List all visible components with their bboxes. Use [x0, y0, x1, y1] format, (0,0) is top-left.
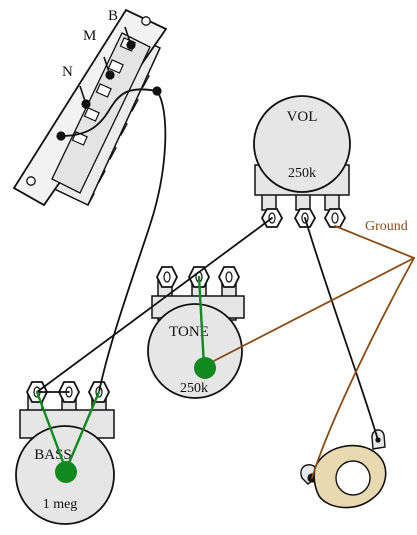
wire-switch-to-bass — [98, 90, 167, 393]
switch-mount-hole — [26, 176, 36, 186]
switch-contact — [83, 107, 100, 122]
bass-pot-value: 1 meg — [43, 497, 78, 512]
jack-socket-hole — [335, 460, 371, 496]
wire-tone-wiper — [197, 275, 206, 368]
tone-lug-hole — [225, 271, 233, 283]
wires — [35, 88, 415, 479]
wire-ground-tone — [203, 257, 415, 367]
switch-label-m: M — [83, 28, 96, 44]
wire-bass-wiper-left — [35, 390, 68, 472]
wire-ground-vol — [334, 225, 415, 259]
tone-pot-body — [147, 303, 243, 399]
tone-pot-label: TONE — [169, 324, 209, 340]
tone-lug-hole — [163, 271, 171, 283]
wire-bass-wiper-right — [64, 390, 101, 472]
tone-pot: TONE 250k — [147, 266, 245, 399]
bass-pot: BASS 1 meg — [15, 381, 115, 525]
switch-rail-face — [51, 32, 151, 194]
wire-vol-to-jack — [304, 217, 379, 441]
bass-wiper-solder — [55, 461, 77, 483]
switch-contact — [95, 83, 112, 98]
three-way-switch: N M B — [12, 8, 168, 207]
wire-switch-common — [60, 88, 158, 137]
bass-pot-label: BASS — [34, 447, 72, 463]
vol-lug-hole — [331, 212, 339, 224]
switch-label-n: N — [62, 64, 73, 80]
switch-lead-n — [79, 85, 87, 105]
switch-contact — [107, 59, 124, 74]
vol-pot-body — [253, 95, 351, 193]
vol-pot-value: 250k — [288, 166, 316, 181]
volume-pot: VOL 250k — [253, 95, 351, 228]
switch-mount-hole — [141, 16, 151, 26]
ground-label: Ground — [365, 219, 408, 234]
wire-ground-jack — [311, 257, 415, 479]
switch-label-b: B — [108, 8, 118, 24]
switch-lead-m — [103, 56, 111, 76]
tone-wiper-solder — [194, 357, 216, 379]
vol-pot-label: VOL — [287, 109, 318, 125]
switch-lead-b — [124, 26, 132, 46]
tone-pot-value: 250k — [180, 381, 208, 396]
output-jack — [300, 429, 387, 509]
wire-vol-to-bass — [36, 217, 273, 393]
